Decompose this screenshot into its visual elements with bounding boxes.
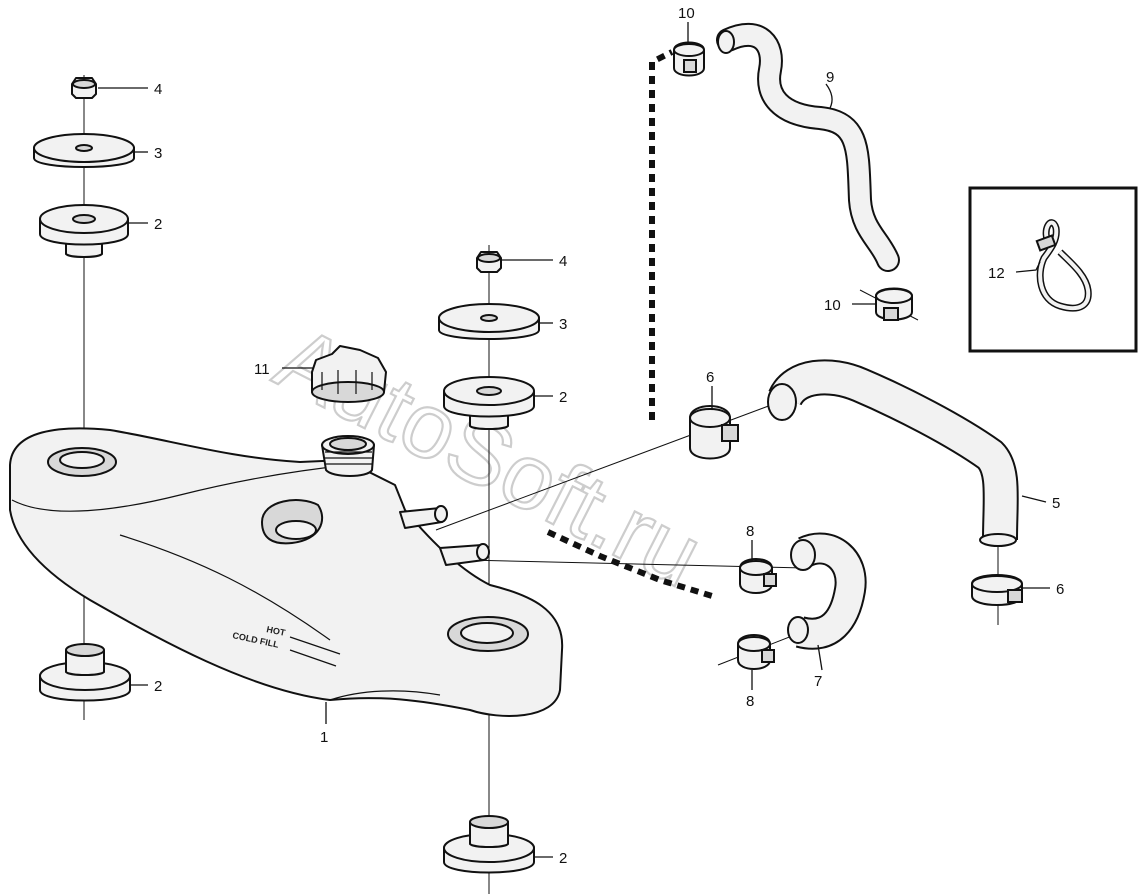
- callout-4-left: 4: [154, 81, 162, 98]
- clamp-6-lower: [971, 574, 1023, 606]
- callout-1: 1: [320, 729, 328, 746]
- vent-routing-line: [649, 49, 674, 420]
- callout-2-center-upper: 2: [559, 389, 567, 406]
- callout-6-lower: 6: [1056, 581, 1064, 598]
- clamp-8-lower: [737, 634, 775, 670]
- callout-12: 12: [988, 265, 1005, 282]
- washer-center: [438, 303, 540, 340]
- callout-4-center: 4: [559, 253, 567, 270]
- callout-7: 7: [814, 673, 822, 690]
- callout-3-center: 3: [559, 316, 567, 333]
- filler-cap: [311, 345, 387, 403]
- clamp-8-upper: [739, 558, 777, 594]
- clamp-10-lower: [875, 287, 913, 321]
- bushing-center-lower: [443, 815, 535, 874]
- cable-tie-inset: [968, 186, 1138, 353]
- callout-10-lower: 10: [824, 297, 841, 314]
- vent-hose-9: [716, 22, 900, 272]
- callout-numbers: 4 3 2 2 4 3 2 2 1 11 5 6 6 7 8 8 9 10 10…: [154, 5, 1064, 867]
- clamp-10-upper: [673, 41, 705, 77]
- bushing-center-upper: [443, 376, 535, 430]
- callout-2-left-lower: 2: [154, 678, 162, 695]
- drain-routing-line: [546, 529, 713, 599]
- callout-8-upper: 8: [746, 523, 754, 540]
- bushing-left-upper: [39, 204, 129, 258]
- clamp-6-upper: [689, 405, 739, 460]
- callout-2-left-upper: 2: [154, 216, 162, 233]
- hose-7: [787, 532, 867, 650]
- nut-left: [71, 77, 97, 99]
- hose-5: [767, 359, 1019, 547]
- callout-leaders: [98, 22, 1050, 858]
- callout-6-upper: 6: [706, 369, 714, 386]
- expansion-tank: HOT COLD FILL: [9, 427, 564, 717]
- callout-8-lower: 8: [746, 693, 754, 710]
- callout-9: 9: [826, 69, 834, 86]
- callout-10-upper: 10: [678, 5, 695, 22]
- tank-label-hot: HOT: [266, 624, 287, 638]
- washer-left: [33, 133, 135, 168]
- callout-11: 11: [254, 361, 270, 378]
- callout-3-left: 3: [154, 145, 162, 162]
- callout-2-center-lower: 2: [559, 850, 567, 867]
- bushing-left-lower: [39, 643, 131, 702]
- callout-5: 5: [1052, 495, 1060, 512]
- nut-center: [476, 251, 502, 273]
